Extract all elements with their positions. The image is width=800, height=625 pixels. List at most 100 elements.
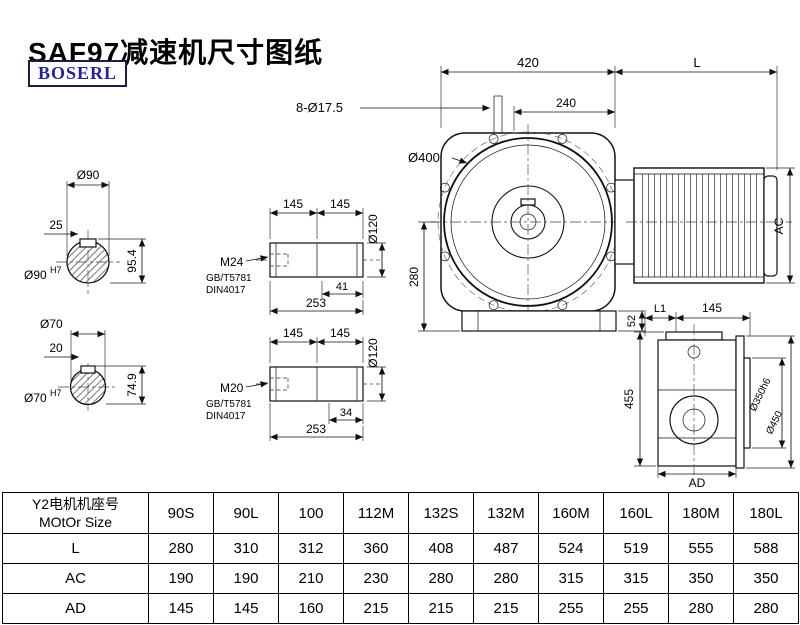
frame-size-col: 180M xyxy=(668,492,734,534)
std-gb-m20: GB/T5781 xyxy=(206,399,252,410)
table-row-AD: AD 145 145 160 215 215 215 255 255 280 2… xyxy=(2,593,799,624)
table-cell: 350 xyxy=(733,563,799,594)
table-cell: 280 xyxy=(668,593,734,624)
dim-pitch: 240 xyxy=(556,96,576,110)
table-cell: 280 xyxy=(148,533,214,564)
motor-size-label-cell: Y2电机机座号 MOtOr Size xyxy=(2,492,149,534)
keyway-90 xyxy=(79,238,97,248)
dim-side-depth: 145 xyxy=(702,301,722,315)
bore-90-label: Ø90 xyxy=(24,268,47,282)
bore-90-tolerance: H7 xyxy=(50,265,62,275)
table-cell: 215 xyxy=(408,593,474,624)
frame-size-col: 132M xyxy=(473,492,539,534)
brand-logo: BOSERL xyxy=(28,60,128,87)
table-cell: 360 xyxy=(343,533,409,564)
shaft-section-70-circle xyxy=(69,368,107,406)
frame-size-col: 180L xyxy=(733,492,799,534)
side-housing xyxy=(657,339,737,467)
shaft-m20-body xyxy=(269,366,364,402)
technical-drawing: Ø90 25 95.4 Ø90 H7 Ø70 20 74.9 Ø70 H7 xyxy=(24,55,795,490)
dim-keyway-90: 25 xyxy=(49,218,63,232)
shaft-section-90: Ø90 25 95.4 Ø90 H7 xyxy=(24,168,146,294)
brand-logo-text: BOSERL xyxy=(38,63,118,83)
table-cell: 312 xyxy=(278,533,344,564)
std-din-m20: DIN4017 xyxy=(206,411,246,422)
std-din-m24: DIN4017 xyxy=(206,285,246,296)
housing-base xyxy=(461,310,617,332)
dimension-table: Y2电机机座号 MOtOr Size 90S 90L 100 112M 132S… xyxy=(2,492,799,624)
table-cell: 215 xyxy=(343,593,409,624)
dim-shaft-m24-dia: Ø120 xyxy=(366,214,380,244)
table-cell: 315 xyxy=(538,563,604,594)
dim-shaft-m20-depth: 34 xyxy=(340,407,352,419)
table-row-AC: AC 190 190 210 230 280 280 315 315 350 3… xyxy=(2,563,799,594)
dim-dia-70: Ø70 xyxy=(40,317,63,331)
thread-m24-label: M24 xyxy=(220,255,244,269)
dim-motor-height-ac: AC xyxy=(772,217,786,234)
table-cell: 190 xyxy=(148,563,214,594)
gearbox-front-view: 420 L 240 8-Ø17.5 Ø400 280 52 AC xyxy=(296,55,795,332)
std-gb-m24: GB/T5781 xyxy=(206,273,252,284)
table-cell: 280 xyxy=(408,563,474,594)
table-cell: 524 xyxy=(538,533,604,564)
dim-motor-length: L xyxy=(693,55,700,70)
dim-side-width-ad: AD xyxy=(689,476,706,490)
dim-shaft-m20-seg2: 145 xyxy=(330,326,350,340)
dim-side-height: 455 xyxy=(622,389,636,409)
motor-size-label-cn: Y2电机机座号 xyxy=(31,496,120,512)
table-cell: 230 xyxy=(343,563,409,594)
row-label: AD xyxy=(2,593,149,624)
motor-size-label-en: MOtOr Size xyxy=(38,514,113,530)
table-cell: 350 xyxy=(668,563,734,594)
table-cell: 160 xyxy=(278,593,344,624)
row-label: AC xyxy=(2,563,149,594)
shaft-m24-body xyxy=(269,242,364,278)
dim-shaft-m24-seg1: 145 xyxy=(283,197,303,211)
shaft-section-70: Ø70 20 74.9 Ø70 H7 xyxy=(24,317,146,411)
table-cell: 487 xyxy=(473,533,539,564)
dim-shaft-m20-seg1: 145 xyxy=(283,326,303,340)
table-cell: 519 xyxy=(603,533,669,564)
frame-size-col: 160M xyxy=(538,492,604,534)
table-header-row: Y2电机机座号 MOtOr Size 90S 90L 100 112M 132S… xyxy=(2,492,799,534)
table-cell: 215 xyxy=(473,593,539,624)
table-cell: 555 xyxy=(668,533,734,564)
dim-dia-90: Ø90 xyxy=(77,168,100,182)
dim-shaft-m20-total: 253 xyxy=(306,422,326,436)
dim-bolt-holes: 8-Ø17.5 xyxy=(296,100,343,115)
table-cell: 145 xyxy=(148,593,214,624)
table-cell: 190 xyxy=(213,563,279,594)
motor-fan-cover xyxy=(763,175,778,277)
motor-fins xyxy=(638,174,760,277)
dim-shaft-m24-seg2: 145 xyxy=(330,197,350,211)
side-flange-disc xyxy=(735,335,745,469)
frame-size-col: 160L xyxy=(603,492,669,534)
dim-shaft-m20-dia: Ø120 xyxy=(366,338,380,368)
table-cell: 408 xyxy=(408,533,474,564)
dim-spigot-dia: Ø350h6 xyxy=(748,376,774,413)
table-row-L: L 280 310 312 360 408 487 524 519 555 58… xyxy=(2,533,799,564)
gearbox-side-view: L1 145 455 AD Ø350h6 Ø450 xyxy=(622,301,795,490)
dim-top-width: 420 xyxy=(517,55,539,70)
table-cell: 255 xyxy=(538,593,604,624)
dim-l1: L1 xyxy=(654,303,666,315)
output-shaft-m20: 145 145 Ø120 M20 GB/T5781 DIN4017 34 253 xyxy=(206,326,386,441)
side-spigot xyxy=(743,357,751,449)
bore-70-tolerance: H7 xyxy=(50,388,62,398)
dim-keyway-70: 20 xyxy=(49,341,63,355)
dim-height-90: 95.4 xyxy=(125,249,139,273)
table-cell: 310 xyxy=(213,533,279,564)
dim-base-height: 52 xyxy=(626,315,638,327)
frame-size-col: 90S xyxy=(148,492,214,534)
table-cell: 255 xyxy=(603,593,669,624)
table-cell: 588 xyxy=(733,533,799,564)
dim-shaft-m24-total: 253 xyxy=(306,296,326,310)
frame-size-col: 90L xyxy=(213,492,279,534)
table-cell: 280 xyxy=(733,593,799,624)
table-cell: 280 xyxy=(473,563,539,594)
row-label: L xyxy=(2,533,149,564)
thread-m20-label: M20 xyxy=(220,381,244,395)
keyway-70 xyxy=(80,365,96,374)
table-cell: 210 xyxy=(278,563,344,594)
dim-height-70: 74.9 xyxy=(125,373,139,397)
